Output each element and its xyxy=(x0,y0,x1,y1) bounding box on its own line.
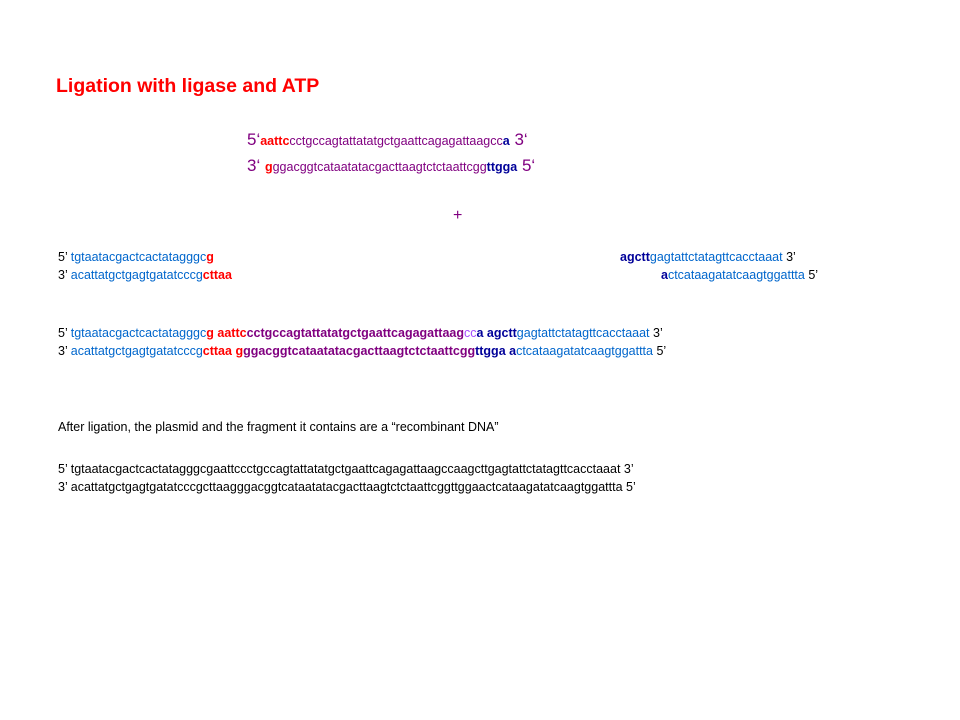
vector-left-top-strand: 5’ tgtaatacgactcactatagggcg xyxy=(58,250,214,264)
plus-sign: + xyxy=(453,207,463,224)
vector-right-bottom-strand: actcataagatatcaagtggattta 5’ xyxy=(661,268,818,282)
sequence-segment: agctt xyxy=(486,326,517,340)
sequence-segment: ctcataagatatcaagtggattta xyxy=(667,268,805,282)
sequence-segment: 5’ xyxy=(804,268,819,282)
sequence-segment: 3’ xyxy=(782,250,796,264)
sequence-segment: 5’ xyxy=(653,344,667,358)
ligated-top-strand: 5’ tgtaatacgactcactatagggcg aattccctgcca… xyxy=(58,326,663,340)
sequence-segment: g xyxy=(264,160,273,174)
sequence-segment: 3‘ xyxy=(509,130,528,149)
sequence-segment: g xyxy=(206,250,214,264)
vector-right-top-strand: agcttgagtattctatagttcacctaaat 3’ xyxy=(620,250,796,264)
insert-top-strand: 5‘aattccctgccagtattatatgctgaattcagagatta… xyxy=(247,130,528,150)
sequence-segment: ctcataagatatcaagtggattta xyxy=(516,344,653,358)
sequence-segment: 5‘ xyxy=(517,156,536,175)
vector-left-bottom-strand: 3’ acattatgctgagtgatatcccgcttaa xyxy=(58,268,232,282)
sequence-segment: cctgccagtattatatgctgaattcagagattaag xyxy=(246,326,464,340)
sequence-segment: ttgga xyxy=(486,160,518,174)
sequence-segment: g xyxy=(206,326,214,340)
recombinant-top-strand: 5’ tgtaatacgactcactatagggcgaattccctgccag… xyxy=(58,462,634,476)
sequence-segment: tgtaatacgactcactatagggc xyxy=(70,326,207,340)
sequence-segment: 5’ xyxy=(58,250,71,264)
sequence-segment: acattatgctgagtgatatcccg xyxy=(70,344,203,358)
sequence-segment: 5’ xyxy=(58,326,71,340)
sequence-segment: cttaa xyxy=(202,344,232,358)
sequence-segment: a xyxy=(476,326,487,340)
recombinant-bottom-strand: 3’ acattatgctgagtgatatcccgcttaagggacggtc… xyxy=(58,480,636,494)
recombinant-caption: After ligation, the plasmid and the frag… xyxy=(58,420,499,434)
sequence-segment: 3’ xyxy=(649,326,663,340)
sequence-segment: tgtaatacgactcactatagggc xyxy=(70,250,207,264)
sequence-segment: gagtattctatagttcacctaaat xyxy=(516,326,650,340)
ligated-bottom-strand: 3’ acattatgctgagtgatatcccgcttaa gggacggt… xyxy=(58,344,666,358)
sequence-segment: a xyxy=(502,134,510,148)
sequence-segment: 3‘ xyxy=(247,156,265,175)
sequence-segment: ttgga xyxy=(475,344,510,358)
sequence-segment: cttaa xyxy=(202,268,232,282)
sequence-segment: g xyxy=(231,344,244,358)
insert-bottom-strand: 3‘ gggacggtcataatatacgacttaagtctctaattcg… xyxy=(247,156,535,176)
sequence-segment: 3’ xyxy=(58,344,71,358)
sequence-segment: 3’ xyxy=(58,268,71,282)
sequence-segment: agctt xyxy=(620,250,650,264)
sequence-segment: gagtattctatagttcacctaaat xyxy=(649,250,783,264)
sequence-segment: cctgccagtattatatgctgaattcagagattaagcc xyxy=(289,134,503,148)
sequence-segment: cc xyxy=(463,326,477,340)
sequence-segment: a xyxy=(509,344,517,358)
sequence-segment: a xyxy=(661,268,668,282)
sequence-segment: ggacggtcataatatacgacttaagtctctaattcgg xyxy=(243,344,476,358)
sequence-segment: 5‘ xyxy=(247,130,261,149)
sequence-segment: ggacggtcataatatacgacttaagtctctaattcgg xyxy=(272,160,487,174)
sequence-segment: aattc xyxy=(213,326,247,340)
slide-title: Ligation with ligase and ATP xyxy=(56,75,320,97)
sequence-segment: acattatgctgagtgatatcccg xyxy=(70,268,203,282)
sequence-segment: aattc xyxy=(260,134,290,148)
